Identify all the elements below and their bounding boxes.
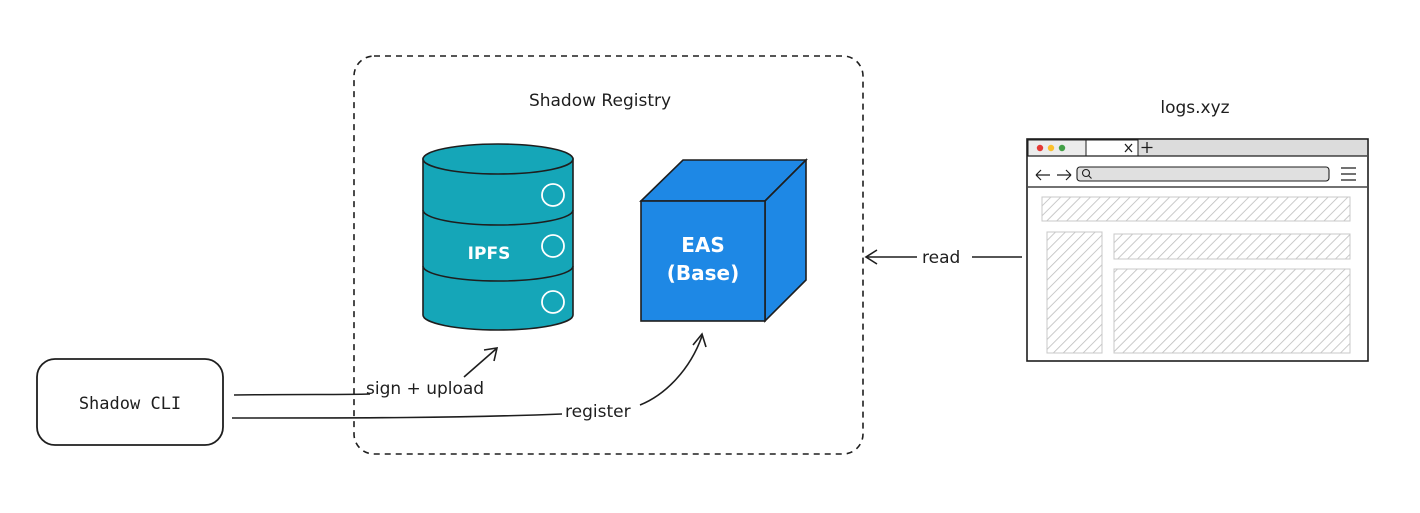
eas-cube-node: EAS (Base) <box>639 158 808 323</box>
disk-indicator-icon <box>541 234 565 258</box>
content-placeholder-header <box>1041 196 1351 222</box>
ipfs-label: IPFS <box>468 244 511 264</box>
shadow-cli-node: Shadow CLI <box>36 358 224 446</box>
edge-read: read <box>864 248 1022 268</box>
menu-icon <box>1341 167 1356 181</box>
edge-register: register <box>231 332 707 422</box>
maximize-dot-icon <box>1058 144 1066 152</box>
edge-label-sign-upload: sign + upload <box>366 379 484 399</box>
eas-label: EAS <box>681 233 725 257</box>
shadow-cli-label: Shadow CLI <box>79 394 181 414</box>
ipfs-database-node: IPFS <box>422 143 574 331</box>
registry-title: Shadow Registry <box>529 91 671 111</box>
minimize-dot-icon <box>1047 144 1055 152</box>
disk-indicator-icon <box>541 183 565 207</box>
content-placeholder-main <box>1113 268 1351 354</box>
close-dot-icon <box>1036 144 1044 152</box>
disk-indicator-icon <box>541 290 565 314</box>
edge-sign-upload: sign + upload <box>233 347 499 399</box>
site-title: logs.xyz <box>1160 98 1229 118</box>
tab-close-icon <box>1124 143 1133 153</box>
new-tab-icon <box>1141 142 1153 153</box>
search-icon <box>1081 168 1091 178</box>
address-bar <box>1076 166 1330 182</box>
back-arrow-icon <box>1035 169 1050 181</box>
browser-tab <box>1085 139 1139 157</box>
edge-label-register: register <box>565 402 631 422</box>
content-placeholder-banner <box>1113 233 1351 260</box>
logs-site-node: logs.xyz <box>1026 98 1369 362</box>
shadow-registry-container: Shadow Registry <box>353 55 864 455</box>
content-placeholder-sidebar <box>1046 231 1103 354</box>
edge-label-read: read <box>922 248 960 268</box>
forward-arrow-icon <box>1057 169 1072 181</box>
eas-sublabel: (Base) <box>667 261 740 285</box>
